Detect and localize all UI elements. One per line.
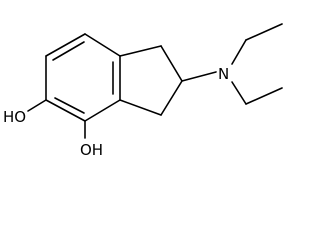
bond-ethyl-lower-methyl: [245, 87, 283, 105]
diethylamino-group: N: [181, 23, 283, 105]
bond-ch2-lower: [119, 99, 162, 116]
bond-n-ethyl-lower: [231, 81, 247, 105]
cyclopentane-ring: [119, 45, 183, 116]
bond-ethyl-upper-methyl: [245, 23, 283, 41]
bond-c-n: [181, 71, 217, 82]
benzene-ring: [45, 33, 121, 122]
bond-ring-bottom-left: [45, 99, 86, 122]
bond-ring-bottom-right: [84, 99, 121, 122]
bond-ch2-upper: [119, 45, 162, 57]
hydroxyl-lower-label: OH: [80, 141, 103, 159]
bond-c-oh-upper: [27, 99, 47, 112]
double-bond-inner-top: [52, 41, 85, 61]
bond-n-ethyl-upper: [231, 39, 247, 65]
bond-ring-top-left: [45, 33, 86, 57]
bond-ring-top-right: [84, 33, 121, 57]
bond-ch-upper: [160, 45, 183, 82]
hydroxyl-upper-label: HO: [3, 108, 26, 126]
hydroxyl-groups: HO OH: [3, 99, 103, 159]
double-bond-inner-bottom: [54, 97, 85, 114]
molecule-structure: N HO OH: [3, 23, 283, 159]
nitrogen-label: N: [218, 65, 229, 83]
bond-ch-lower: [160, 80, 183, 116]
